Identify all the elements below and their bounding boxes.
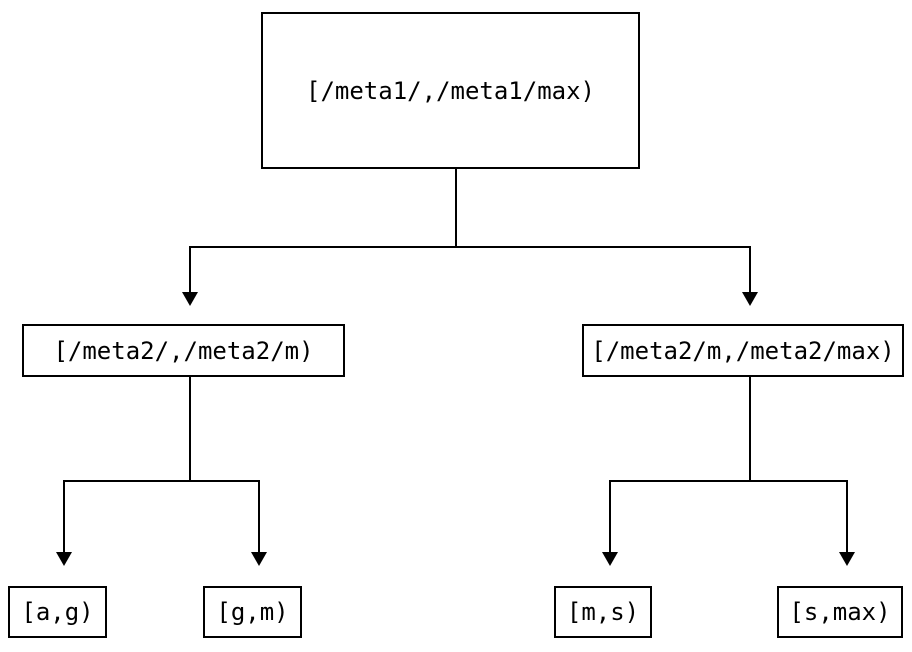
- arrowhead-icon: [839, 552, 855, 566]
- arrowheads: [56, 292, 855, 566]
- node-root-label: [/meta1/,/meta1/max): [306, 76, 595, 105]
- node-leaf-g-m: [g,m): [203, 586, 302, 638]
- arrowhead-icon: [56, 552, 72, 566]
- node-leaf-g-m-label: [g,m): [216, 598, 289, 626]
- arrowhead-icon: [182, 292, 198, 306]
- node-leaf-m-s: [m,s): [554, 586, 652, 638]
- node-branch-right-label: [/meta2/m,/meta2/max): [591, 336, 895, 365]
- edge-lines: [63, 169, 848, 552]
- node-branch-left: [/meta2/,/meta2/m): [22, 324, 345, 377]
- node-leaf-a-g-label: [a,g): [21, 598, 94, 626]
- node-root: [/meta1/,/meta1/max): [261, 12, 640, 169]
- node-leaf-m-s-label: [m,s): [566, 598, 640, 626]
- node-leaf-s-max: [s,max): [777, 586, 903, 638]
- arrowhead-icon: [742, 292, 758, 306]
- arrowhead-icon: [251, 552, 267, 566]
- node-branch-right: [/meta2/m,/meta2/max): [582, 324, 904, 377]
- node-leaf-a-g: [a,g): [8, 586, 107, 638]
- arrowhead-icon: [602, 552, 618, 566]
- node-leaf-s-max-label: [s,max): [789, 598, 891, 626]
- node-branch-left-label: [/meta2/,/meta2/m): [53, 336, 314, 365]
